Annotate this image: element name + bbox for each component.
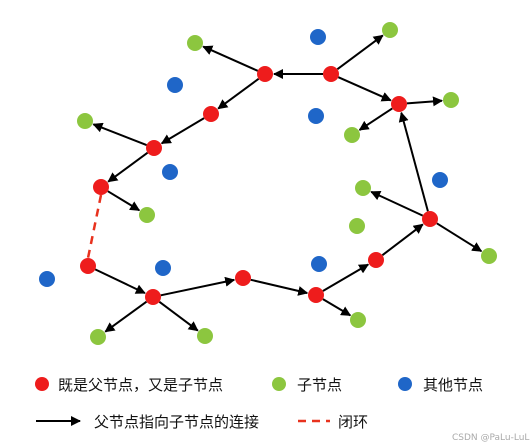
node-g7-child: [355, 180, 371, 196]
node-g6-child: [344, 127, 360, 143]
node-b6-other: [155, 260, 171, 276]
node-b5-other: [432, 172, 448, 188]
edge-r2-g2: [202, 45, 259, 72]
node-r3-parent-child: [203, 106, 219, 122]
edge-r5-g4: [107, 190, 141, 212]
node-r12-parent-child: [80, 258, 96, 274]
node-r2-parent-child: [257, 66, 273, 82]
nodes-layer: [39, 22, 497, 345]
node-r4-parent-child: [146, 140, 162, 156]
node-b1-other: [310, 29, 326, 45]
edge-r7-r6: [398, 111, 429, 212]
legend-parent-child-swatch: [35, 377, 49, 391]
node-r5-parent-child: [93, 179, 109, 195]
legend: 既是父节点，又是子节点 子节点 其他节点 父节点指向子节点的连接 闭环: [35, 376, 483, 431]
node-b3-other: [308, 108, 324, 124]
node-g2-child: [187, 35, 203, 51]
node-r9-parent-child: [308, 287, 324, 303]
edge-r2-r3: [217, 77, 260, 110]
legend-child-swatch: [272, 377, 286, 391]
edge-r7-g9: [436, 222, 483, 253]
node-r1-parent-child: [323, 66, 339, 82]
node-g11-child: [197, 328, 213, 344]
edge-r4-g3: [92, 122, 147, 147]
edge-r1-g1: [336, 34, 384, 71]
edge-r6-g6: [358, 107, 393, 131]
edge-r8-r7: [381, 223, 424, 256]
legend-edge-label: 父节点指向子节点的连接: [94, 413, 259, 431]
edge-r9-g10: [322, 298, 352, 317]
legend-other-label: 其他节点: [423, 376, 483, 394]
node-b7-other: [311, 256, 327, 272]
node-g4-child: [139, 207, 155, 223]
edges-layer: [86, 34, 483, 333]
node-b4-other: [162, 164, 178, 180]
legend-loop-label: 闭环: [338, 413, 368, 431]
node-r6-parent-child: [391, 96, 407, 112]
edge-r11-g11: [158, 300, 199, 332]
node-g9-child: [481, 248, 497, 264]
node-g1-child: [382, 22, 398, 38]
node-r8-parent-child: [368, 252, 384, 268]
edge-r7-g7: [370, 190, 424, 217]
watermark: CSDN @PaLu-LuL: [452, 433, 529, 443]
edge-r4-r5: [107, 151, 149, 183]
legend-other-swatch: [398, 377, 412, 391]
legend-parent-child-label: 既是父节点，又是子节点: [58, 376, 223, 394]
node-g5-child: [443, 92, 459, 108]
node-b8-other: [39, 271, 55, 287]
node-g3-child: [77, 113, 93, 129]
legend-child-label: 子节点: [297, 376, 342, 394]
node-r11-parent-child: [145, 289, 161, 305]
edge-r6-g5: [406, 96, 443, 107]
edge-r3-r4: [160, 117, 205, 145]
edge-r1-r6: [337, 76, 392, 102]
edge-r12-r11: [94, 268, 146, 295]
edge-r11-r10: [160, 276, 236, 297]
closed-loop-edge: [86, 194, 103, 259]
node-b2-other: [167, 77, 183, 93]
node-g8-child: [349, 218, 365, 234]
node-r7-parent-child: [422, 211, 438, 227]
node-g10-child: [350, 312, 366, 328]
edge-r10-r9: [250, 278, 309, 296]
edge-r9-r8: [322, 263, 370, 292]
edge-r11-g12: [104, 300, 148, 333]
node-g12-child: [90, 329, 106, 345]
node-r10-parent-child: [235, 270, 251, 286]
